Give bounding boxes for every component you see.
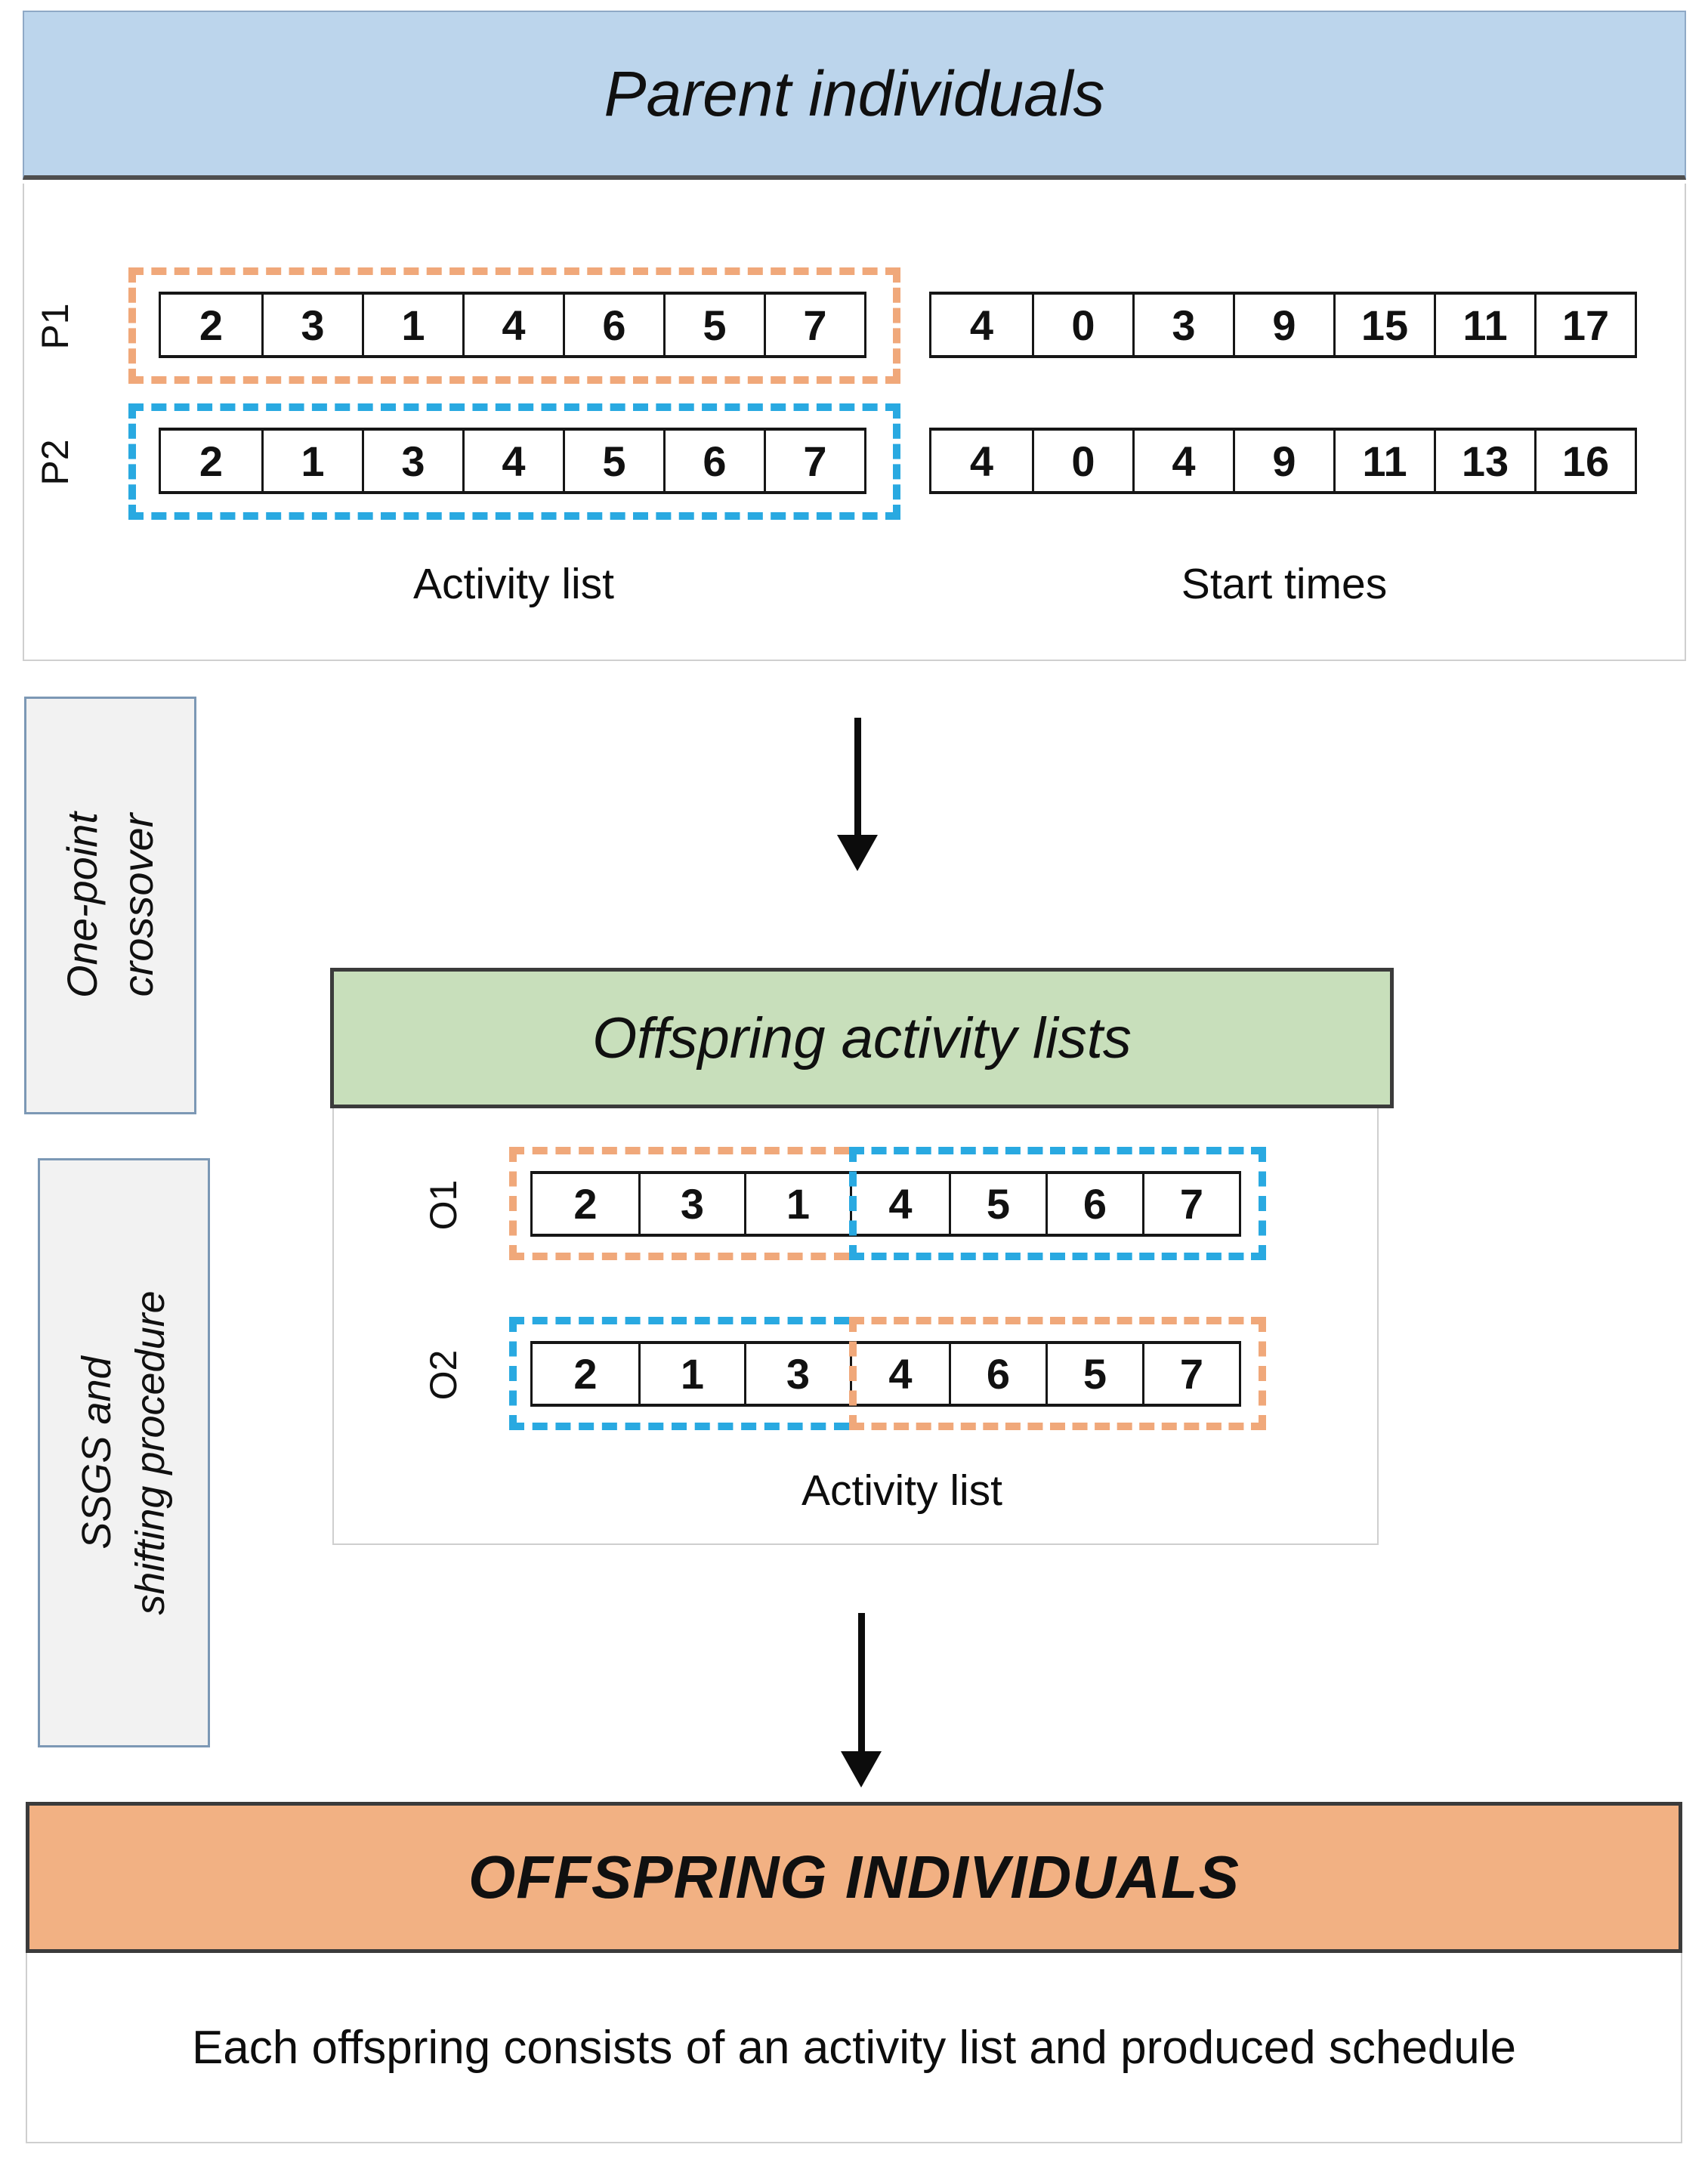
row-label-p1: P1 — [34, 303, 76, 350]
one-point-crossover-line2: crossover — [114, 813, 162, 997]
offspring-activity-list-caption: Activity list — [801, 1466, 1003, 1515]
parent-individuals-header: Parent individuals — [23, 11, 1686, 180]
cell: 11 — [1434, 295, 1534, 355]
cell: 16 — [1534, 431, 1635, 491]
cell: 17 — [1534, 295, 1635, 355]
cell: 0 — [1032, 295, 1132, 355]
cell: 3 — [744, 1344, 850, 1404]
cell: 2 — [573, 1180, 598, 1228]
cell: 7 — [764, 431, 864, 491]
cell: 3 — [261, 295, 362, 355]
down-arrow-1-stem — [854, 718, 861, 837]
offspring-activity-lists-title: Offspring activity lists — [592, 1006, 1132, 1071]
cell: 4 — [462, 431, 563, 491]
cell: 6 — [1045, 1174, 1142, 1234]
ssgs-shifting-procedure-label: SSGS and shifting procedure — [48, 1173, 199, 1732]
ssgs-line2: shifting procedure — [128, 1290, 173, 1615]
cell: 4 — [888, 1350, 913, 1398]
cell: 0 — [1032, 431, 1132, 491]
cell: 1 — [744, 1174, 850, 1234]
one-point-crossover-line1: One-point — [58, 812, 107, 998]
cell: 6 — [949, 1344, 1045, 1404]
ssgs-line1: SSGS and — [73, 1356, 119, 1550]
cell: 4 — [462, 295, 563, 355]
offspring-individuals-title: OFFSPRING INDIVIDUALS — [468, 1843, 1240, 1911]
offspring-individuals-description-box: Each offspring consists of an activity l… — [26, 1953, 1682, 2143]
cell: 2 — [199, 437, 224, 485]
cell: 13 — [1434, 431, 1534, 491]
parent-section-box — [23, 184, 1686, 661]
cell: 1 — [638, 1344, 744, 1404]
one-point-crossover-box — [24, 697, 196, 1114]
cell: 6 — [663, 431, 764, 491]
parent-individuals-title: Parent individuals — [604, 57, 1105, 129]
cell: 4 — [888, 1180, 913, 1228]
cell: 5 — [1045, 1344, 1142, 1404]
cell: 11 — [1333, 431, 1434, 491]
offspring-activity-lists-header: Offspring activity lists — [330, 968, 1394, 1108]
ssgs-shifting-procedure-box — [38, 1158, 210, 1747]
row-label-p2: P2 — [34, 439, 76, 486]
cell: 5 — [663, 295, 764, 355]
cell: 4 — [1132, 431, 1233, 491]
activity-list-caption: Activity list — [412, 560, 615, 608]
down-arrow-1-head — [837, 835, 878, 871]
cell: 1 — [261, 431, 362, 491]
cell: 1 — [362, 295, 462, 355]
cell: 7 — [764, 295, 864, 355]
offspring-individuals-description: Each offspring consists of an activity l… — [191, 2021, 1517, 2074]
cell: 9 — [1233, 431, 1333, 491]
start-times-caption: Start times — [1181, 560, 1388, 608]
row-label-o2: O2 — [422, 1349, 465, 1401]
cell: 2 — [199, 301, 224, 349]
cell: 4 — [969, 437, 994, 485]
cell: 9 — [1233, 295, 1333, 355]
row-label-o1: O1 — [422, 1179, 465, 1231]
one-point-crossover-label: One-point crossover — [35, 701, 186, 1109]
cell: 7 — [1142, 1344, 1239, 1404]
down-arrow-2-head — [841, 1751, 882, 1787]
cell: 5 — [949, 1174, 1045, 1234]
cell: 3 — [1132, 295, 1233, 355]
cell: 6 — [563, 295, 663, 355]
cell: 4 — [969, 301, 994, 349]
cell: 3 — [638, 1174, 744, 1234]
down-arrow-2-stem — [858, 1613, 865, 1753]
cell: 7 — [1142, 1174, 1239, 1234]
cell: 5 — [563, 431, 663, 491]
cell: 3 — [362, 431, 462, 491]
cell: 2 — [573, 1350, 598, 1398]
cell: 15 — [1333, 295, 1434, 355]
offspring-individuals-header: OFFSPRING INDIVIDUALS — [26, 1802, 1682, 1953]
